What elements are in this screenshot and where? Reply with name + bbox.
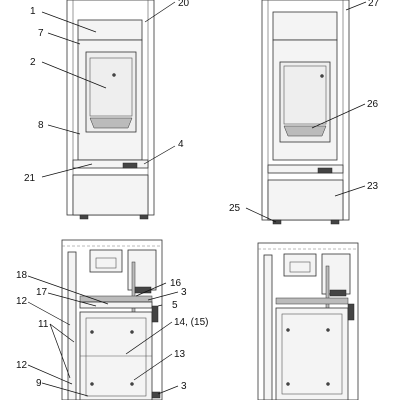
callout-26: 26 [367,99,379,110]
flue-collar [95,257,117,269]
baffle-plate-variant [275,297,349,305]
side-bracket-right [151,305,159,323]
leader-lines [27,1,367,397]
front-view [66,0,155,220]
callout-5: 5 [172,300,178,311]
foot-left [79,214,89,220]
callout-18: 18 [16,270,28,281]
callout-13: 13 [174,349,186,360]
base-plinth-variant [267,179,344,221]
callout-labels: 1 20 7 2 8 4 21 27 26 23 25 18 16 3 17 5… [16,0,380,392]
callout-20: 20 [178,0,190,9]
callout-7: 7 [38,28,44,39]
callout-3-lower: 3 [181,381,187,392]
control-button-variant [317,167,333,174]
foot-left-variant [272,219,282,225]
callout-23: 23 [367,181,379,192]
callout-16: 16 [170,278,182,289]
control-strip [72,159,149,169]
top-bracket-variant [329,289,347,297]
interior-cutaway-view [61,239,163,400]
top-bracket [134,286,152,294]
side-bracket-right-variant [347,303,355,321]
foot-right-variant [330,219,340,225]
ash-tray-front [89,117,133,129]
side-wall-left-variant [263,254,273,400]
callout-12-upper: 12 [16,296,28,307]
base-plinth [72,174,149,216]
cutaway-outline-variant [257,242,359,400]
door-screw-variant [320,74,324,78]
flue-outlet-top [89,249,123,273]
callout-3-upper: 3 [181,287,187,298]
side-wall-left [67,251,77,400]
baffle-plate-lower [79,301,153,309]
callout-27: 27 [368,0,380,9]
callout-2: 2 [30,57,36,68]
callout-11: 11 [38,319,49,330]
callout-14-15: 14, (15) [174,317,208,328]
control-strip-variant [267,164,344,174]
ash-tray-variant [283,125,327,137]
callout-12-lower: 12 [16,360,28,371]
callout-17: 17 [36,287,48,298]
bottom-bracket [151,391,161,399]
interior-cutaway-view-variant [257,242,359,400]
top-cover-panel-variant [272,11,338,41]
callout-1: 1 [30,6,36,17]
foot-right [139,214,149,220]
callout-8: 8 [38,120,44,131]
firebox-liner [85,317,147,397]
cutaway-outline [61,239,163,400]
firebox-cavity-variant [275,307,349,400]
flue-outlet-top-variant [283,253,317,277]
door-screw [112,73,116,77]
front-view-variant [261,0,350,225]
callout-9: 9 [36,378,42,389]
top-cover-panel [77,19,143,41]
callout-21: 21 [24,173,36,184]
baffle-plate-upper [79,295,153,303]
control-button [122,162,138,169]
callout-25: 25 [229,203,241,214]
callout-4: 4 [178,139,184,150]
